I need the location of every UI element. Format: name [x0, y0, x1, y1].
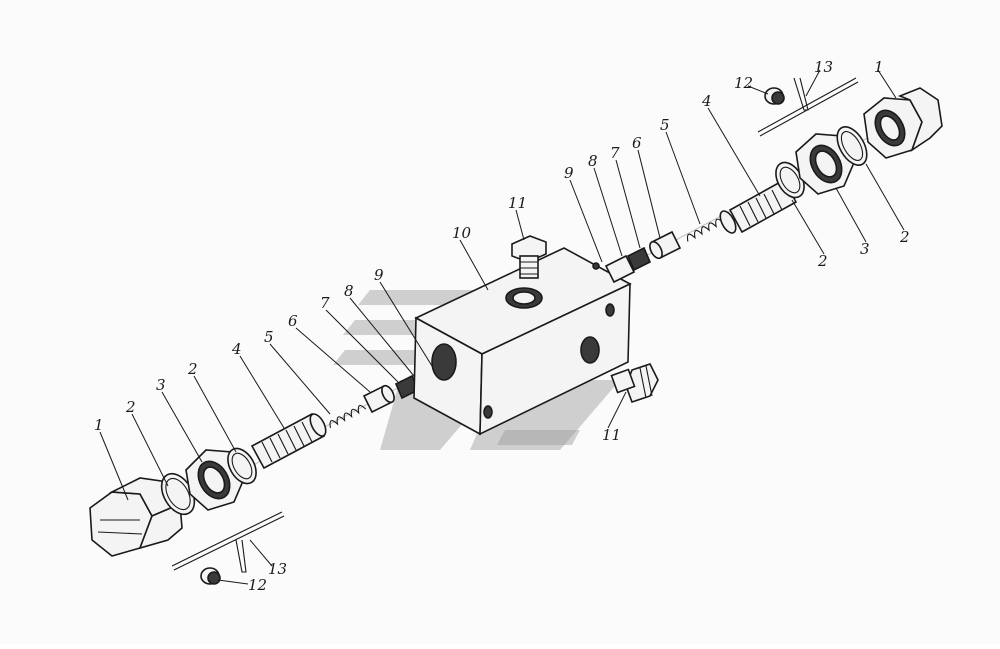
cap-nut-right	[863, 87, 943, 159]
threaded-sleeve-left	[250, 412, 327, 470]
label-8-right: 8	[588, 152, 598, 170]
threaded-sleeve-right	[719, 178, 798, 234]
label-4-left: 4	[231, 340, 242, 358]
label-6-right: 6	[632, 134, 642, 152]
label-9-left: 9	[374, 266, 384, 284]
label-5-left: 5	[264, 328, 274, 346]
label-2-left-a: 2	[125, 398, 136, 416]
label-9-right: 9	[564, 164, 574, 182]
gasket-ring-left-2	[227, 447, 257, 485]
leader-lines	[99, 69, 905, 585]
label-10: 10	[452, 224, 472, 242]
label-11-side: 11	[602, 426, 621, 444]
split-pin-bottom	[171, 511, 285, 573]
label-7-right: 7	[610, 144, 620, 162]
label-2-right-a: 2	[817, 252, 828, 270]
label-1-left: 1	[94, 416, 104, 434]
gasket-ring-right-2	[836, 126, 868, 166]
label-6-left: 6	[288, 312, 298, 330]
label-2-left-b: 2	[187, 360, 198, 378]
label-7-left: 7	[320, 294, 330, 312]
cap-plug-bottom	[200, 567, 221, 585]
label-3-left: 3	[156, 376, 166, 394]
fitting-bolt-top	[511, 235, 547, 279]
split-pin-top	[757, 77, 859, 137]
label-11-top: 11	[508, 194, 527, 212]
valve-seat-right	[604, 246, 652, 284]
spring-left	[329, 404, 367, 428]
label-2-right-b: 2	[899, 228, 910, 246]
label-4-right: 4	[701, 92, 712, 110]
label-8-left: 8	[344, 282, 354, 300]
cap-plug-top	[764, 87, 785, 105]
spring-right	[686, 218, 724, 242]
plunger-right	[649, 230, 682, 260]
plunger-left	[362, 384, 395, 414]
label-12-top: 12	[734, 74, 753, 92]
label-13-top: 13	[814, 58, 833, 76]
callout-labels: 1 2 3 2 4 5 6 7 8 9 10 11 11 9 8 7 6 5 4…	[94, 58, 910, 594]
fitting-bolt-side	[610, 363, 659, 404]
valve-body	[413, 247, 632, 436]
label-13-bottom: 13	[268, 560, 287, 578]
label-1-right: 1	[874, 58, 884, 76]
label-12-bottom: 12	[248, 576, 267, 594]
label-3-right: 3	[860, 240, 870, 258]
label-5-right: 5	[660, 116, 670, 134]
